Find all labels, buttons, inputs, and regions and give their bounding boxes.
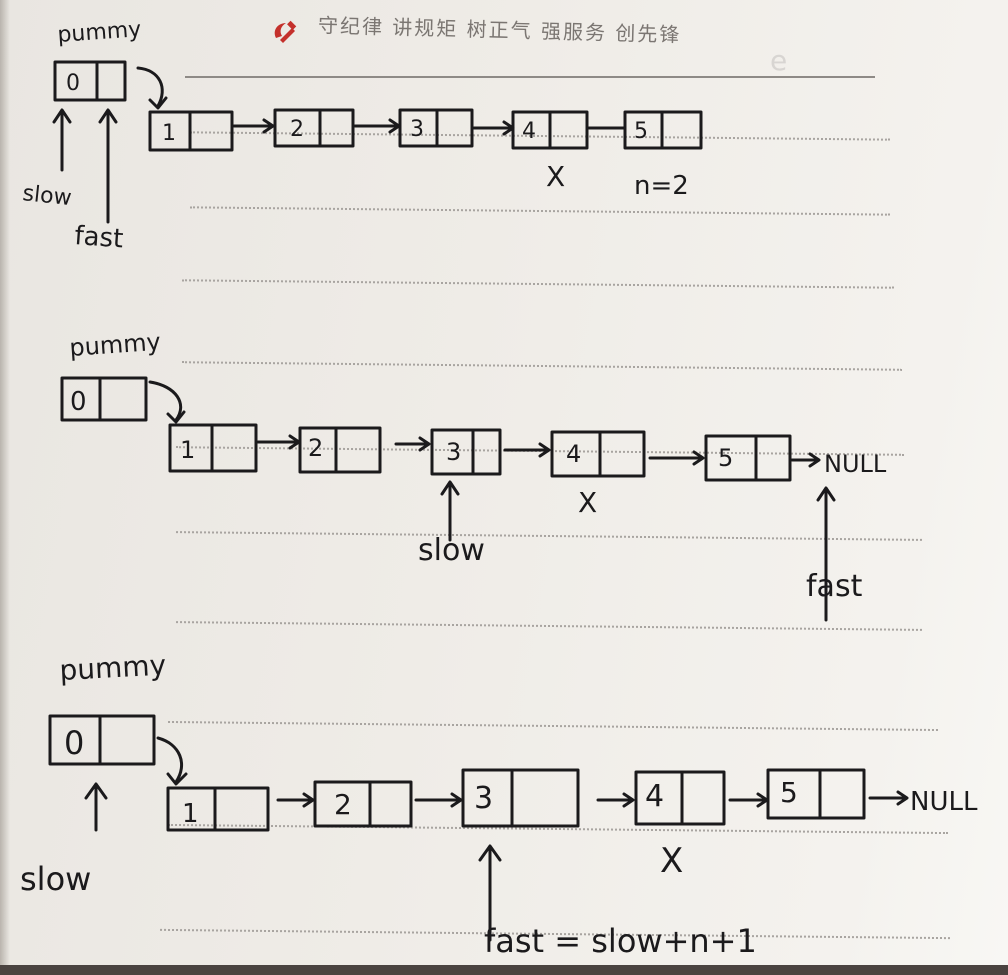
node-value: 1 — [182, 799, 199, 829]
fast-label: fast — [74, 221, 125, 254]
node-value: 3 — [474, 781, 493, 816]
dummy-value: 0 — [64, 724, 84, 762]
node-value: 5 — [718, 444, 733, 472]
node-value: 4 — [566, 440, 581, 468]
node-value: 2 — [290, 117, 304, 142]
curved-arrow-icon — [148, 380, 183, 422]
notebook-watermark: e — [770, 44, 788, 77]
node-value: 3 — [410, 117, 424, 142]
dummy-label: pummy — [59, 648, 167, 687]
list-node-box — [550, 430, 646, 478]
dummy-node-box — [60, 376, 148, 422]
dummy-node-box — [48, 714, 156, 766]
curved-arrow-icon — [156, 736, 184, 784]
node-value: 1 — [162, 121, 176, 146]
list-node-box — [313, 780, 413, 828]
curved-arrow-icon — [136, 66, 164, 108]
formula-label: fast = slow+n+1 — [484, 922, 757, 960]
dummy-node-box — [53, 60, 127, 102]
fast-label: fast — [806, 569, 863, 604]
list-node-box — [634, 770, 726, 826]
node-value: 2 — [334, 788, 352, 821]
dummy-label: pummy — [57, 17, 142, 48]
null-terminal: NULL — [910, 787, 978, 817]
list-node-box — [273, 108, 355, 148]
dummy-value: 0 — [66, 71, 80, 96]
dummy-label: pummy — [68, 328, 161, 362]
diagram-2 — [60, 376, 836, 622]
slow-label: slow — [21, 181, 72, 211]
node-value: 1 — [180, 436, 195, 464]
dummy-value: 0 — [70, 387, 87, 417]
slow-label: slow — [20, 860, 91, 898]
node-value: 4 — [645, 779, 664, 814]
null-terminal: NULL — [824, 450, 887, 478]
list-node-box — [298, 426, 382, 474]
remove-mark: X — [660, 841, 683, 881]
slow-label: slow — [418, 533, 485, 568]
diagram-3 — [48, 714, 909, 942]
diagram-1 — [52, 60, 703, 224]
node-value: 2 — [308, 434, 323, 462]
param-label: n=2 — [634, 171, 689, 201]
list-node-box — [766, 768, 866, 820]
hammer-sickle-icon — [274, 20, 297, 43]
node-value: 3 — [446, 438, 461, 466]
list-node-box — [166, 786, 270, 832]
list-node-box — [704, 434, 792, 482]
list-node-box — [461, 768, 580, 828]
remove-mark: X — [546, 160, 565, 193]
node-value: 5 — [634, 119, 648, 144]
remove-mark: X — [578, 486, 597, 519]
list-node-box — [430, 428, 502, 476]
header-rule — [185, 34, 875, 78]
node-value: 4 — [522, 119, 536, 144]
node-value: 5 — [780, 776, 798, 809]
